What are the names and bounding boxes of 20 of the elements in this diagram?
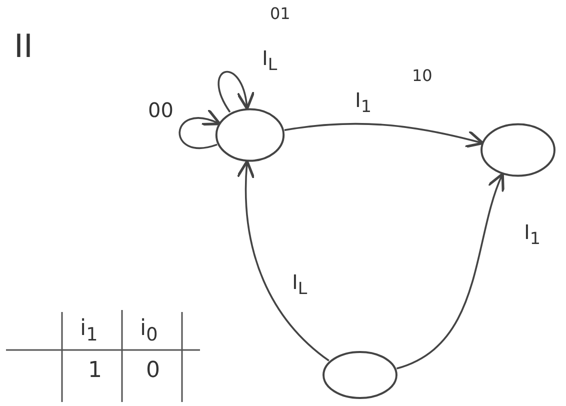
- table-cell-text: i$_{1}$: [80, 318, 98, 345]
- arrow: [236, 160, 330, 362]
- arrow: [396, 172, 506, 370]
- state-circle: [322, 350, 398, 400]
- state-circle: [480, 122, 556, 178]
- table-cell-text: 0: [146, 360, 160, 382]
- edge-label: 00: [148, 100, 174, 120]
- edge-label: I$_{1}$: [355, 90, 372, 116]
- arrow: [178, 109, 222, 149]
- edge-label: I$_{1}$: [524, 222, 541, 248]
- state-circle: [215, 107, 285, 163]
- note-text: 01: [270, 6, 290, 22]
- arrow: [218, 71, 254, 113]
- edge-label: I$_{L}$: [262, 48, 278, 74]
- table-cell-text: i$_{0}$: [140, 318, 158, 345]
- note-text: II: [14, 30, 33, 62]
- arrow: [284, 122, 484, 148]
- note-text: 10: [412, 68, 432, 84]
- edge-label: I$_{L}$: [292, 272, 308, 298]
- table-cell-text: 1: [88, 360, 102, 382]
